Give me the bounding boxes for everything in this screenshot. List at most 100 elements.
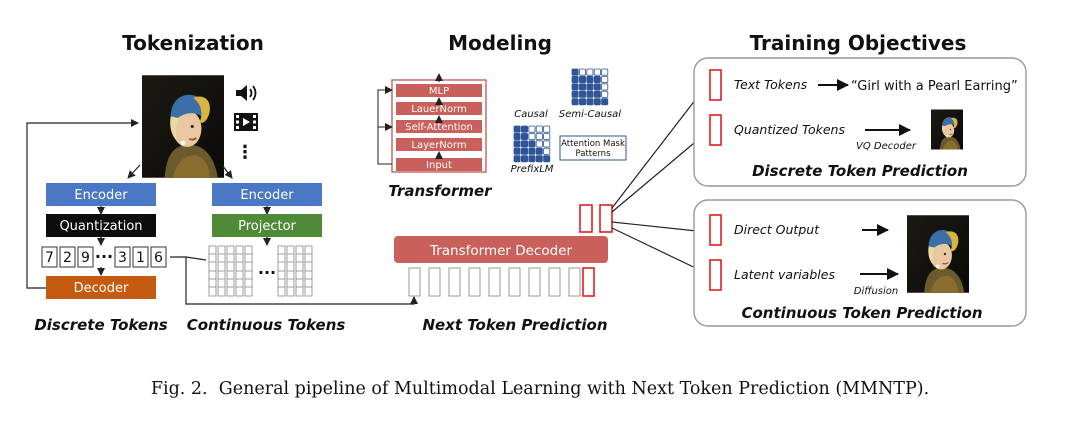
tf-layer-norm-bottom	[396, 138, 482, 151]
discrete-encoder-label: Encoder	[74, 188, 128, 203]
discrete-tokens-label: Discrete Tokens	[34, 316, 167, 334]
attention-mask-patterns-line1: Attention Mask	[561, 139, 625, 149]
arrow-to-direct-output	[611, 221, 707, 236]
mask-cell	[579, 76, 587, 84]
latent-variable-slot	[709, 259, 722, 291]
quantization-box	[46, 214, 156, 237]
projector-box	[212, 214, 322, 237]
mask-cell	[601, 83, 609, 91]
continuous-output-image	[907, 215, 969, 293]
mask-cell	[571, 83, 579, 91]
current-token-red	[582, 267, 595, 297]
mask-cell	[535, 132, 543, 140]
transformer-decoder-label: Transformer Decoder	[429, 243, 573, 259]
section-title-training-objectives: Training Objectives	[750, 31, 967, 55]
mask-cell	[579, 68, 587, 76]
transformer-decoder-bar	[394, 236, 608, 263]
mask-cell	[535, 155, 543, 163]
mask-cell	[543, 147, 551, 155]
discrete-token: 1	[136, 250, 145, 266]
input-token-sequence	[408, 267, 595, 297]
mask-cell	[601, 68, 609, 76]
tf-layer-mlp	[396, 84, 482, 97]
vq-decoder-label: VQ Decoder	[856, 141, 917, 152]
transformer-label: Transformer	[388, 182, 493, 200]
projector-label: Projector	[238, 219, 296, 234]
mask-cell	[593, 83, 601, 91]
continuous-encoder-label: Encoder	[240, 188, 294, 203]
continuous-encoder-box	[212, 183, 322, 206]
speaker-icon	[236, 85, 257, 101]
mask-cell	[521, 132, 529, 140]
quantized-token-slot	[709, 114, 722, 146]
next-token-prediction-label: Next Token Prediction	[422, 316, 607, 334]
mask-cell	[579, 90, 587, 98]
mask-cell	[521, 147, 529, 155]
mask-cell	[593, 68, 601, 76]
text-tokens-label: Text Tokens	[734, 77, 808, 92]
continuous-token-prediction-label: Continuous Token Prediction	[741, 304, 982, 322]
prefixlm-mask-label: PrefixLM	[511, 164, 554, 175]
mask-cell	[543, 125, 551, 133]
mask-cell	[513, 155, 521, 163]
mask-cell	[593, 90, 601, 98]
arrow-to-latent-variables	[611, 227, 707, 274]
quantization-label: Quantization	[59, 219, 142, 234]
mask-cell	[513, 132, 521, 140]
tf-layer-label: MLP	[429, 86, 449, 97]
mask-cell	[513, 125, 521, 133]
tf-layer-label: LayerNorm	[411, 140, 466, 151]
discrete-token: 6	[154, 250, 163, 266]
mask-cell	[528, 125, 536, 133]
mask-cell	[535, 147, 543, 155]
attention-mask-patterns-box	[559, 135, 627, 161]
mask-cell	[521, 140, 529, 148]
reconstruction-loop-arrow	[26, 119, 139, 289]
mask-cell	[528, 132, 536, 140]
mask-cell	[586, 68, 594, 76]
latent-variables-label: Latent variables	[734, 267, 835, 282]
mask-cell	[601, 90, 609, 98]
discrete-token: 2	[63, 250, 72, 266]
mask-cell	[513, 140, 521, 148]
mask-cell	[535, 125, 543, 133]
section-title-tokenization: Tokenization	[122, 31, 264, 55]
mask-cell	[593, 98, 601, 106]
mask-cell	[543, 132, 551, 140]
mask-cell	[528, 147, 536, 155]
mask-cell	[586, 76, 594, 84]
mask-cell	[571, 98, 579, 106]
discrete-token: 9	[81, 250, 90, 266]
discrete-token: 3	[118, 250, 127, 266]
mask-cell	[579, 83, 587, 91]
discrete-token-prediction-label: Discrete Token Prediction	[752, 162, 968, 180]
section-title-modeling: Modeling	[448, 31, 552, 55]
continuous-token-vectors	[208, 245, 313, 297]
continuous-token-ellipsis: ···	[258, 263, 276, 282]
mask-cell	[601, 76, 609, 84]
mask-cell	[579, 98, 587, 106]
text-token-slot	[709, 69, 722, 101]
discrete-decoder-box	[46, 276, 156, 299]
mask-cell	[528, 140, 536, 148]
semi-causal-mask-grid	[571, 68, 609, 106]
token-connector	[170, 256, 207, 261]
predicted-token-1	[579, 204, 593, 233]
prefixlm-mask-grid	[513, 125, 551, 163]
painting-image	[142, 75, 224, 178]
film-icon	[234, 113, 258, 131]
mask-cell	[586, 90, 594, 98]
quantized-tokens-label: Quantized Tokens	[734, 122, 845, 137]
arrow-to-text-tokens	[611, 85, 707, 209]
discrete-prediction-panel	[693, 57, 1027, 187]
direct-output-slot	[709, 214, 722, 246]
mask-cell	[586, 83, 594, 91]
mask-cell	[535, 140, 543, 148]
discrete-decoder-label: Decoder	[74, 281, 129, 296]
mask-cell	[571, 90, 579, 98]
figure-caption: Fig. 2. General pipeline of Multimodal L…	[151, 379, 929, 399]
tf-layer-norm-top	[396, 102, 482, 115]
transformer-block: MLP LauerNorm Self-Attention LayerNorm I…	[377, 73, 487, 173]
causal-mask-label: Causal	[514, 109, 548, 120]
